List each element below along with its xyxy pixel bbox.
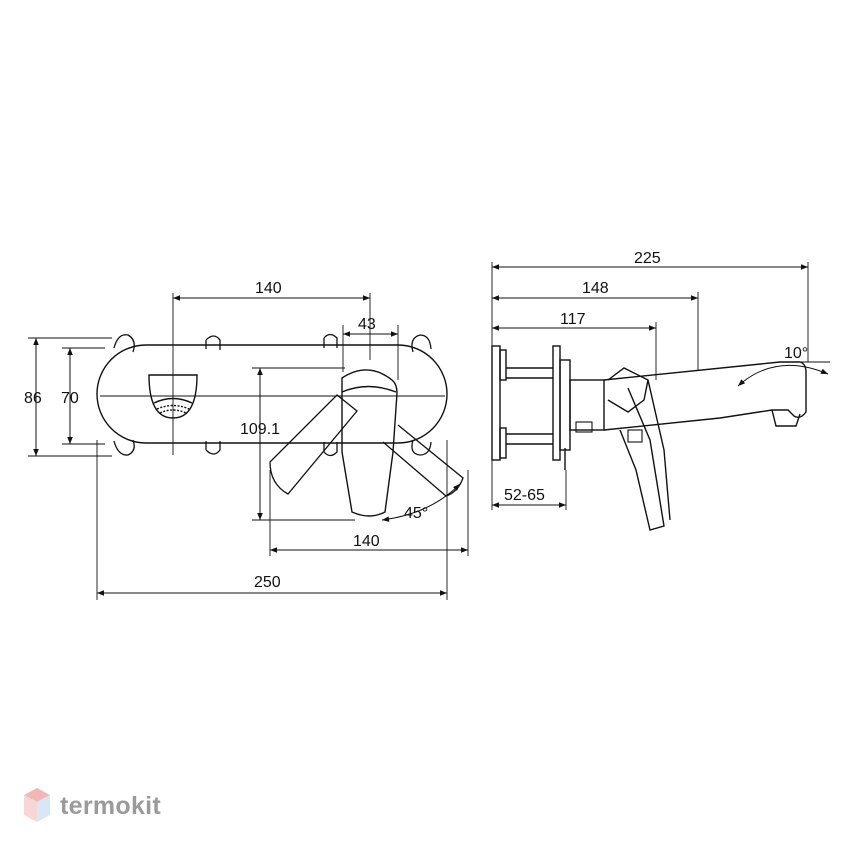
label-43: 43 — [358, 316, 376, 333]
dim-arc-45 — [381, 483, 461, 522]
front-view — [28, 293, 469, 600]
handle-front — [341, 369, 398, 517]
label-45: 45° — [404, 505, 428, 522]
label-52-65: 52-65 — [504, 487, 545, 504]
mounting-tabs — [113, 333, 432, 457]
brand-logo: termokit — [22, 784, 161, 828]
wall-flange — [491, 345, 501, 461]
dimension-labels: 140 43 86 70 109.1 45° 140 250 225 148 1… — [24, 250, 808, 591]
handle-side — [607, 367, 671, 531]
label-140-bottom: 140 — [353, 533, 380, 550]
label-225: 225 — [634, 250, 661, 267]
label-109: 109.1 — [240, 421, 280, 438]
escutcheon-plate — [96, 344, 448, 444]
spout-side — [603, 361, 807, 431]
handle-rotated-outline — [269, 394, 464, 497]
dim-arc-10 — [737, 364, 829, 387]
cube-logo-icon — [24, 788, 50, 822]
label-140-top: 140 — [255, 280, 282, 297]
label-10: 10° — [784, 345, 808, 362]
label-148: 148 — [582, 280, 609, 297]
label-117: 117 — [560, 311, 586, 328]
side-view — [491, 262, 830, 531]
label-250: 250 — [254, 574, 281, 591]
mixer-body — [499, 345, 605, 470]
label-70: 70 — [61, 390, 79, 407]
brand-name: termokit — [60, 791, 162, 820]
label-86: 86 — [24, 390, 42, 407]
